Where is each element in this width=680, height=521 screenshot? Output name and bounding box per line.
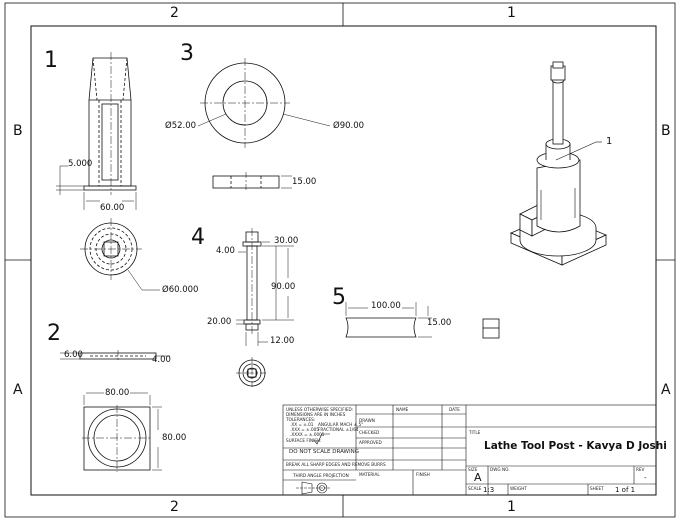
- tb-approved: APPROVED: [359, 440, 382, 445]
- tb-title-label: TITLE: [469, 430, 481, 435]
- tb-col-date: DATE: [449, 407, 460, 412]
- view-number-2: 2: [47, 321, 61, 346]
- view-number-1: 1: [44, 48, 58, 73]
- dim-v3-dia90: Ø90.00: [333, 121, 365, 131]
- tb-rev-label: REV: [636, 467, 645, 472]
- tb-finish: FINISH: [416, 472, 430, 477]
- projection-symbol-icon: [296, 481, 330, 495]
- dim-v5-15: 15.00: [427, 318, 452, 328]
- view-number-4: 4: [191, 225, 205, 250]
- view4-front: [236, 228, 294, 346]
- tb-drawn: DRAWN: [359, 418, 375, 423]
- tb-note-3: .XX = ±.01: [290, 422, 314, 427]
- dim-v1-60: 60.00: [100, 203, 125, 213]
- dim-v2-6: 6.00: [64, 350, 83, 360]
- tb-break-edges: BREAK ALL SHARP EDGES AND REMOVE BURRS: [286, 462, 386, 467]
- dim-v2-80-h: 80.00: [105, 388, 130, 398]
- view5-side: [482, 318, 500, 339]
- dim-v4-4: 4.00: [216, 246, 235, 256]
- drawing-title: Lathe Tool Post - Kavya D Joshi: [484, 440, 667, 452]
- zone-bottom-1: 1: [507, 499, 516, 515]
- view2-top: [82, 392, 162, 472]
- view-number-5: 5: [332, 285, 346, 310]
- tb-rev-value: -: [644, 474, 647, 482]
- isometric-assembly: [509, 61, 608, 266]
- tb-note-4: .XXX = ±.005: [290, 427, 319, 432]
- tb-sheet-value: 1 of 1: [615, 486, 636, 494]
- surface-finish-icon: [313, 433, 330, 445]
- tb-surface-finish: SURFACE FINISH:: [286, 438, 322, 443]
- iso-balloon-label: 1: [606, 136, 613, 147]
- dim-v4-30: 30.00: [274, 236, 299, 246]
- tb-scale-value: 1:3: [483, 486, 495, 494]
- view3-top: [197, 58, 331, 148]
- zone-top-1: 1: [507, 5, 516, 21]
- tb-note-5: .XXXX = ±.0005: [290, 432, 325, 437]
- tb-do-not-scale: DO NOT SCALE DRAWING: [289, 449, 359, 455]
- tb-size-value: A: [474, 471, 482, 484]
- zone-top-2: 2: [170, 5, 179, 21]
- dim-v1-dia60: Ø60.000: [162, 285, 199, 295]
- view-number-3: 3: [180, 41, 194, 66]
- zone-left-b: B: [13, 123, 23, 139]
- view5-front: [345, 302, 432, 338]
- title-block-frame: [282, 404, 657, 496]
- zone-bottom-2: 2: [170, 499, 179, 515]
- dim-v3-dia52: Ø52.00: [165, 121, 197, 131]
- dim-v2-4: 4.00: [152, 355, 171, 365]
- tb-note-2: TOLERANCES:: [286, 417, 316, 422]
- dim-v4-12: 12.00: [270, 336, 295, 346]
- tb-scale-label: SCALE: [468, 486, 482, 491]
- tb-note-6: ANGULAR MACH ±.5°: [318, 422, 364, 427]
- dim-v2-80-v: 80.00: [162, 433, 187, 443]
- zone-left-a: A: [13, 382, 23, 398]
- tb-col-name: NAME: [396, 407, 409, 412]
- view4-top: [236, 357, 268, 389]
- view2-front: [60, 350, 170, 362]
- dim-v3-15: 15.00: [292, 177, 317, 187]
- view1-front: [56, 52, 137, 210]
- tb-checked: CHECKED: [359, 430, 380, 435]
- tb-weight-label: WEIGHT: [510, 486, 527, 491]
- zone-right-b: B: [661, 123, 671, 139]
- view1-top: [80, 218, 160, 291]
- dim-v5-100: 100.00: [371, 301, 401, 311]
- dim-v1-5000: 5.000: [68, 159, 93, 169]
- view3-front: [212, 172, 292, 192]
- tb-note-0: UNLESS OTHERWISE SPECIFIED:: [286, 407, 354, 412]
- tb-note-7: FRACTIONAL ±1/64: [318, 427, 359, 432]
- tb-material: MATERIAL: [359, 472, 380, 477]
- zone-right-a: A: [661, 382, 671, 398]
- dim-v4-90: 90.00: [271, 282, 296, 292]
- dim-v4-20: 20.00: [207, 317, 232, 327]
- tb-dwg-label: DWG NO.: [490, 467, 510, 472]
- tb-projection: THIRD ANGLE PROJECTION: [293, 473, 349, 478]
- tb-sheet-label: SHEET: [590, 486, 604, 491]
- tb-size-label: SIZE: [468, 467, 478, 472]
- tb-note-1: DIMENSIONS ARE IN INCHES: [286, 412, 346, 417]
